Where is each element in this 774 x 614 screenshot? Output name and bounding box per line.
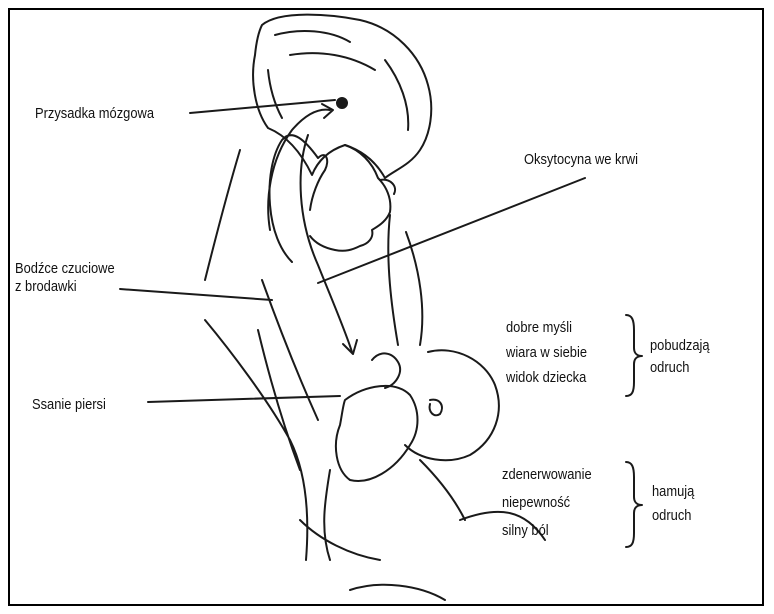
boosters-effect-line2: odruch: [650, 357, 710, 379]
baby-body: [336, 386, 418, 481]
label-oxytocin: Oksytocyna we krwi: [524, 151, 638, 169]
inhibitors-effect-line1: hamują: [652, 480, 694, 504]
suckling-leader: [148, 396, 340, 402]
boosters-effect-line1: pobudzają: [650, 335, 710, 357]
label-stimuli-line2: z brodawki: [15, 278, 115, 296]
nerve-arrow: [268, 110, 330, 230]
inhibitors-brace: [626, 462, 642, 547]
pituitary-gland: [337, 98, 347, 108]
baby-head: [405, 350, 499, 460]
inhibitors-effect: hamują odruch: [652, 480, 694, 528]
boosters-brace: [626, 315, 642, 396]
inhibitors-list: zdenerwowanie niepewność silny ból: [502, 461, 592, 545]
inhibitor-item: silny ból: [502, 517, 592, 545]
stimuli-leader: [120, 289, 272, 300]
mother-face: [310, 145, 390, 251]
label-stimuli: Bodźce czuciowe z brodawki: [15, 260, 115, 296]
booster-item: wiara w siebie: [506, 340, 587, 365]
boosters-effect: pobudzają odruch: [650, 335, 710, 379]
boosters-list: dobre myśli wiara w siebie widok dziecka: [506, 315, 587, 390]
booster-item: widok dziecka: [506, 365, 587, 390]
inhibitor-item: niepewność: [502, 489, 592, 517]
oxytocin-leader: [318, 178, 585, 283]
label-suckling: Ssanie piersi: [32, 396, 106, 414]
mother-body: [205, 150, 318, 560]
label-pituitary: Przysadka mózgowa: [35, 105, 154, 123]
booster-item: dobre myśli: [506, 315, 587, 340]
pituitary-leader: [190, 100, 335, 113]
inhibitor-item: zdenerwowanie: [502, 461, 592, 489]
label-stimuli-line1: Bodźce czuciowe: [15, 260, 115, 278]
inhibitors-effect-line2: odruch: [652, 504, 694, 528]
